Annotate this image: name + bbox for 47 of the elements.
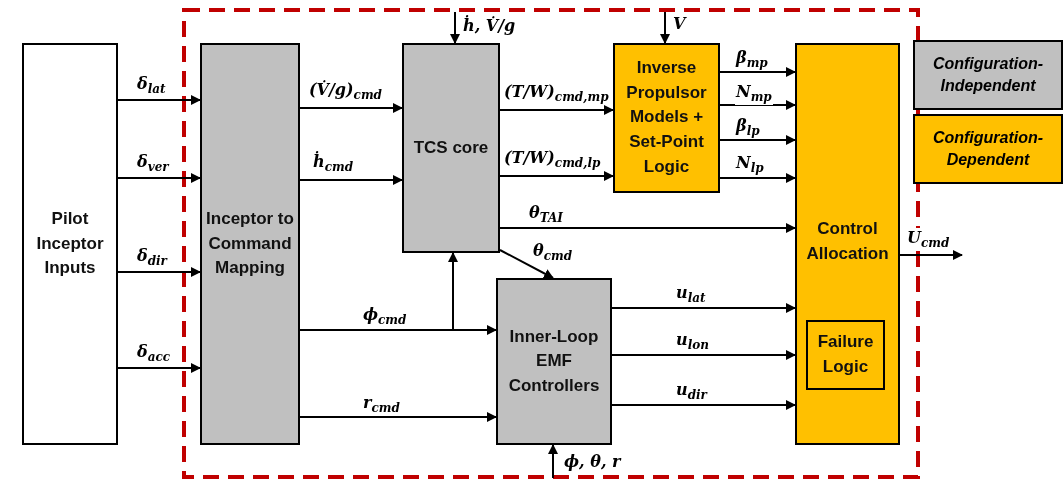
arrow (719, 173, 796, 183)
legend-text: Configuration-Dependent (931, 127, 1045, 170)
edge-label: N$_{mp}$ (735, 82, 773, 105)
edge-label: N$_{lp}$ (735, 153, 765, 176)
arrow (117, 363, 201, 373)
block (496, 278, 612, 445)
edge-label: β$_{mp}$ (735, 48, 769, 71)
arrow (719, 67, 796, 77)
block-label: Failure Logic (816, 331, 875, 378)
arrow (299, 412, 497, 422)
arrow (719, 135, 796, 145)
edge-label: ϕ, θ, r (563, 452, 622, 472)
edge-label: (T/W)$_{cmd,mp}$ (503, 82, 610, 105)
edge-label: (T/W)$_{cmd,lp}$ (503, 148, 602, 171)
block (795, 43, 900, 445)
arrow (548, 444, 558, 479)
arrow (299, 103, 403, 113)
arrow (299, 252, 458, 331)
block-label: TCS core (412, 136, 490, 159)
block (402, 43, 500, 253)
arrow (499, 223, 796, 233)
arrow (499, 171, 614, 181)
arrow (899, 250, 963, 260)
block-label: Inner-Loop EMF Controllers (507, 325, 601, 397)
arrow (611, 350, 796, 360)
edge-label: β$_{lp}$ (735, 116, 761, 139)
arrow (499, 105, 614, 115)
block-label: Inceptor to Command Mapping (205, 208, 295, 280)
arrow (450, 11, 460, 44)
arrow (117, 267, 201, 277)
block-label: Pilot Inceptor Inputs (35, 208, 105, 280)
arrow (660, 11, 670, 44)
inner-block (806, 320, 885, 390)
block-label: Inverse Propulsor Models + Set-Point Logic (625, 57, 708, 178)
block (22, 43, 118, 445)
arrow (117, 173, 201, 183)
legend-text: Configuration-Independent (931, 53, 1045, 96)
arrow (117, 95, 201, 105)
arrow (719, 100, 796, 110)
block (200, 43, 300, 445)
arrow (611, 400, 796, 410)
block (613, 43, 720, 193)
arrow (499, 249, 554, 279)
arrow (611, 303, 796, 313)
edge-label: ḣ, V̇/g (462, 16, 517, 36)
block-label: Control Allocation (805, 218, 890, 265)
arrow (299, 175, 403, 185)
